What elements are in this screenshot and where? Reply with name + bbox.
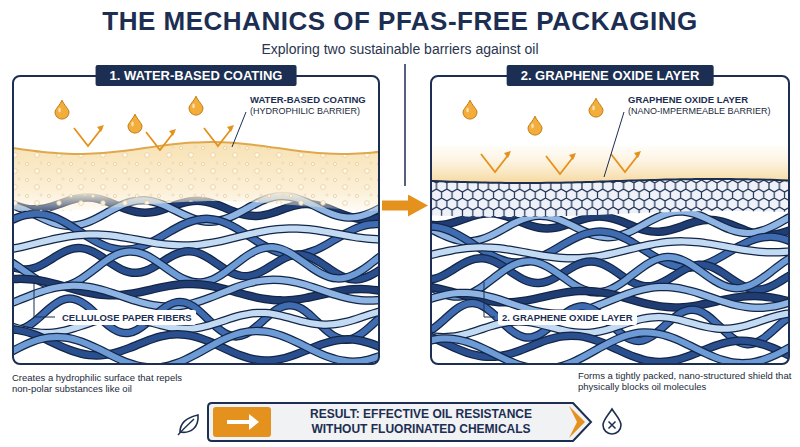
barrier-panel: 1. WATER-BASED COATING bbox=[12, 75, 380, 365]
page-title: THE MECHANICS OF PFAS-FREE PACKAGING bbox=[0, 6, 800, 37]
oil-drop bbox=[189, 96, 203, 115]
leaf-stem bbox=[178, 419, 194, 435]
mesh-top-edge bbox=[431, 179, 789, 183]
bounce-arrow bbox=[204, 128, 232, 146]
leaf-icon bbox=[178, 415, 198, 435]
bounce-arrow bbox=[146, 132, 174, 150]
part-label: GRAPHENE OXIDE LAYER bbox=[628, 94, 748, 105]
bounce-arrow bbox=[546, 156, 574, 174]
drop-shine bbox=[531, 124, 534, 129]
panel-heading: 2. GRAPHENE OXIDE LAYER bbox=[507, 65, 714, 86]
bounce-arrow-head bbox=[227, 125, 234, 132]
leader-line bbox=[232, 112, 246, 147]
divider-line bbox=[404, 64, 406, 186]
water-based-coating bbox=[13, 142, 379, 211]
panel-note: Creates a hydrophilic surface that repel… bbox=[12, 372, 202, 395]
bounce-arrow-head bbox=[97, 125, 104, 132]
result-arrow bbox=[227, 420, 251, 424]
leader-line bbox=[34, 282, 55, 317]
flow-arrow bbox=[382, 201, 414, 211]
drop-shine bbox=[131, 122, 134, 127]
oil-drop bbox=[589, 98, 603, 117]
drop-shine bbox=[192, 104, 195, 109]
oil-drop bbox=[528, 116, 542, 135]
fiber-outline bbox=[13, 331, 379, 364]
part-label: WATER-BASED COATING bbox=[250, 94, 366, 105]
coating-bubbles bbox=[13, 142, 379, 211]
panel-note: Forms a tightly packed, nano-structured … bbox=[578, 370, 792, 393]
oil-drop bbox=[55, 100, 69, 119]
bounce-arrow-head bbox=[569, 153, 576, 160]
bounce-arrow bbox=[611, 154, 639, 172]
leader-line bbox=[604, 112, 624, 177]
oil-drop bbox=[463, 100, 477, 119]
banner-body bbox=[208, 403, 591, 441]
bounce-arrow-head bbox=[634, 151, 641, 158]
coating-surface bbox=[13, 142, 379, 154]
cellulose-fiber bbox=[13, 331, 379, 364]
result-banner: RESULT: EFFECTIVE OIL RESISTANCE WITHOUT… bbox=[207, 402, 593, 442]
bounce-arrow bbox=[481, 154, 509, 172]
fiber-outline bbox=[431, 332, 789, 364]
part-label: CELLULOSE PAPER FIBERS bbox=[58, 310, 196, 325]
bounce-arrow-head bbox=[504, 151, 511, 158]
leader-line bbox=[484, 282, 495, 317]
part-sublabel: (NANO-IMPERMEABLE BARRIER) bbox=[628, 106, 771, 117]
fiber-outline bbox=[13, 309, 379, 333]
bounce-arrow-head bbox=[169, 129, 176, 136]
panel-heading: 1. WATER-BASED COATING bbox=[96, 65, 297, 86]
no-droplet-icon bbox=[603, 409, 621, 434]
cellulose-fiber bbox=[431, 332, 789, 364]
banner-tip bbox=[569, 406, 585, 438]
cellulose-fiber bbox=[13, 309, 379, 333]
part-sublabel: (HYDROPHILIC BARRIER) bbox=[250, 106, 360, 117]
result-text: RESULT: EFFECTIVE OIL RESISTANCE WITHOUT… bbox=[281, 407, 561, 437]
oil-drop bbox=[128, 114, 142, 133]
barrier-panel: 2. GRAPHENE OXIDE LAYER bbox=[430, 75, 790, 365]
result-arrow-head bbox=[249, 414, 259, 430]
droplet-outline bbox=[603, 409, 621, 434]
right-illustration bbox=[431, 98, 789, 364]
result-icon-box bbox=[213, 407, 271, 437]
drop-shine bbox=[592, 106, 595, 111]
cross-mark bbox=[609, 422, 616, 429]
drop-shine bbox=[58, 108, 61, 113]
left-illustration bbox=[13, 96, 379, 364]
barrier-glow bbox=[431, 146, 789, 182]
subtitle: Exploring two sustainable barriers again… bbox=[0, 41, 800, 58]
part-label: 2. GRAPHENE OXIDE LAYER bbox=[498, 310, 637, 325]
bounce-arrow bbox=[74, 128, 102, 146]
drop-shine bbox=[466, 108, 469, 113]
graphene-oxide-mesh bbox=[431, 179, 789, 217]
